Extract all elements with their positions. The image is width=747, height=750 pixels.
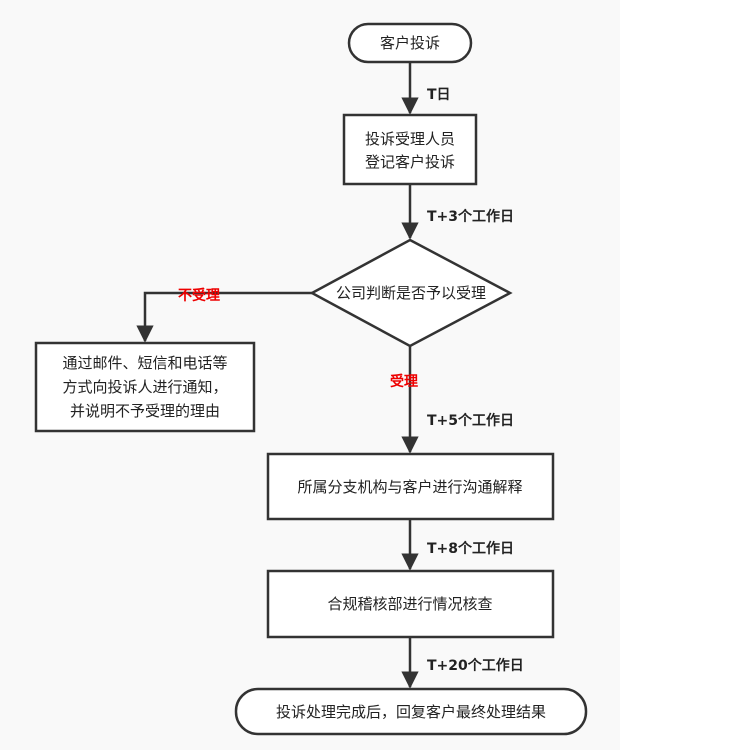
node-end-label: 投诉处理完成后，回复客户最终处理结果 — [276, 703, 546, 721]
node-register: 投诉受理人员 登记客户投诉 — [342, 113, 478, 186]
node-reject-notice: 通过邮件、短信和电话等 方式向投诉人进行通知， 并说明不予受理的理由 — [34, 341, 256, 433]
node-start-label: 客户投诉 — [380, 34, 440, 52]
node-start: 客户投诉 — [347, 22, 473, 64]
node-reject-line-1: 通过邮件、短信和电话等 — [62, 354, 227, 372]
node-register-line-1: 投诉受理人员 — [365, 130, 455, 148]
node-reject-line-2: 方式向投诉人进行通知， — [62, 378, 227, 396]
edge-label-t20: T+20个工作日 — [427, 657, 524, 674]
edge-label-t3: T+3个工作日 — [427, 208, 514, 225]
page-margin — [620, 0, 747, 750]
node-branch-comm: 所属分支机构与客户进行沟通解释 — [266, 452, 555, 521]
node-end: 投诉处理完成后，回复客户最终处理结果 — [234, 687, 588, 736]
node-compliance-label: 合规稽核部进行情况核查 — [327, 595, 492, 613]
node-compliance: 合规稽核部进行情况核查 — [266, 569, 555, 639]
edge-label-t0: T日 — [427, 87, 451, 103]
node-reject-line-3: 并说明不予受理的理由 — [70, 402, 220, 420]
node-branch-label: 所属分支机构与客户进行沟通解释 — [297, 478, 522, 496]
node-decision: 公司判断是否予以受理 — [309, 238, 513, 348]
edge-label-reject: 不受理 — [178, 287, 220, 304]
arrow-decision-to-reject — [136, 291, 312, 343]
edge-label-t5: T+5个工作日 — [427, 412, 514, 429]
node-decision-label: 公司判断是否予以受理 — [336, 284, 486, 302]
connectors — [136, 62, 419, 689]
node-register-line-2: 登记客户投诉 — [365, 153, 455, 171]
edge-label-t8: T+8个工作日 — [427, 540, 514, 557]
edge-label-accept: 受理 — [390, 373, 418, 390]
